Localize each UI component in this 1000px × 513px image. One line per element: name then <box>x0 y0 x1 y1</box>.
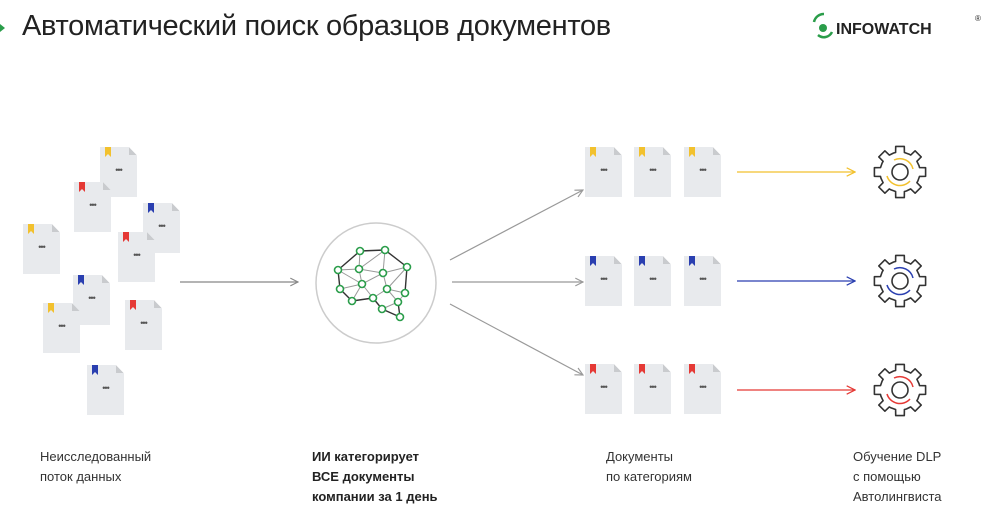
bookmark-yellow-icon <box>639 147 645 157</box>
document-dots: ••• <box>649 274 656 284</box>
document-icon: ••• <box>585 147 622 197</box>
bookmark-yellow-icon <box>590 147 596 157</box>
bookmark-yellow-icon <box>28 224 34 234</box>
bookmark-red-icon <box>689 364 695 374</box>
bookmark-red-icon <box>130 300 136 310</box>
bookmark-red-icon <box>79 182 85 192</box>
bookmark-blue-icon <box>148 203 154 213</box>
document-icon: ••• <box>634 147 671 197</box>
document-dots: ••• <box>140 318 147 328</box>
label-dlp: Обучение DLP с помощью Автолингвиста <box>853 447 942 507</box>
arrow-fan-top <box>449 190 583 261</box>
network-node <box>382 284 392 294</box>
title-accent-icon <box>0 24 5 32</box>
document-icon: ••• <box>87 365 124 415</box>
neural-network-icon <box>333 245 412 322</box>
document-icon: ••• <box>125 300 162 350</box>
document-dots: ••• <box>600 382 607 392</box>
network-node <box>335 284 345 294</box>
document-dots: ••• <box>158 221 165 231</box>
document-dots: ••• <box>649 165 656 175</box>
label-line: компании за 1 день <box>312 489 438 504</box>
document-icon: ••• <box>23 224 60 274</box>
document-dots: ••• <box>38 242 45 252</box>
document-icon: ••• <box>74 182 111 232</box>
network-node <box>368 293 378 303</box>
document-dots: ••• <box>58 321 65 331</box>
document-icon: ••• <box>118 232 155 282</box>
network-node <box>378 268 388 278</box>
logo-registered: ® <box>975 14 981 23</box>
document-icon: ••• <box>684 364 721 414</box>
bookmark-red-icon <box>639 364 645 374</box>
network-edge <box>384 249 408 268</box>
network-node <box>355 246 365 256</box>
network-node <box>377 304 387 314</box>
document-icon: ••• <box>585 364 622 414</box>
label-line: с помощью <box>853 469 921 484</box>
label-line: Обучение DLP <box>853 449 942 464</box>
bookmark-yellow-icon <box>48 303 54 313</box>
bookmark-blue-icon <box>689 256 695 266</box>
bookmark-red-icon <box>123 232 129 242</box>
network-node <box>354 264 364 274</box>
network-node <box>380 245 390 255</box>
label-categories: Документы по категориям <box>606 447 692 487</box>
network-edge <box>337 250 361 271</box>
page-title: Автоматический поиск образцов документов <box>22 10 611 42</box>
ai-circle <box>315 222 437 344</box>
document-icon: ••• <box>585 256 622 306</box>
document-dots: ••• <box>133 250 140 260</box>
document-dots: ••• <box>649 382 656 392</box>
document-dots: ••• <box>600 274 607 284</box>
document-dots: ••• <box>600 165 607 175</box>
document-icon: ••• <box>684 147 721 197</box>
bookmark-red-icon <box>590 364 596 374</box>
network-node <box>357 279 367 289</box>
network-node <box>347 296 357 306</box>
network-edge <box>337 269 363 285</box>
network-node <box>393 297 403 307</box>
document-dots: ••• <box>88 293 95 303</box>
label-line: Неисследованный <box>40 449 152 464</box>
bookmark-yellow-icon <box>689 147 695 157</box>
document-icon: ••• <box>634 364 671 414</box>
document-dots: ••• <box>102 383 109 393</box>
label-stream: Неисследованный поток данных <box>40 447 151 487</box>
label-line: Автолингвиста <box>853 489 942 504</box>
document-dots: ••• <box>115 165 122 175</box>
bookmark-yellow-icon <box>105 147 111 157</box>
document-icon: ••• <box>43 303 80 353</box>
label-line: ВСЕ документы <box>312 469 415 484</box>
network-edge <box>404 266 408 294</box>
bookmark-blue-icon <box>590 256 596 266</box>
gear-icon <box>873 363 927 417</box>
network-edge <box>386 266 408 290</box>
gear-icon <box>873 254 927 308</box>
label-line: по категориям <box>606 469 692 484</box>
document-dots: ••• <box>699 274 706 284</box>
infowatch-logo: INFOWATCH ® <box>810 8 985 42</box>
network-node <box>400 288 410 298</box>
document-dots: ••• <box>89 200 96 210</box>
arrow-fan-bottom <box>449 303 583 375</box>
logo-text: INFOWATCH <box>836 21 932 38</box>
network-node <box>333 265 343 275</box>
bookmark-blue-icon <box>92 365 98 375</box>
document-icon: ••• <box>634 256 671 306</box>
network-node <box>395 312 405 322</box>
label-line: поток данных <box>40 469 122 484</box>
eye-logo-icon <box>812 12 834 39</box>
network-edge <box>358 249 386 270</box>
gear-icon <box>873 145 927 199</box>
bookmark-blue-icon <box>78 275 84 285</box>
bookmark-blue-icon <box>639 256 645 266</box>
label-line: ИИ категорирует <box>312 449 420 464</box>
document-icon: ••• <box>684 256 721 306</box>
network-node <box>402 262 412 272</box>
label-ai: ИИ категорирует ВСЕ документы компании з… <box>312 447 438 507</box>
document-dots: ••• <box>699 165 706 175</box>
document-dots: ••• <box>699 382 706 392</box>
label-line: Документы <box>606 449 674 464</box>
